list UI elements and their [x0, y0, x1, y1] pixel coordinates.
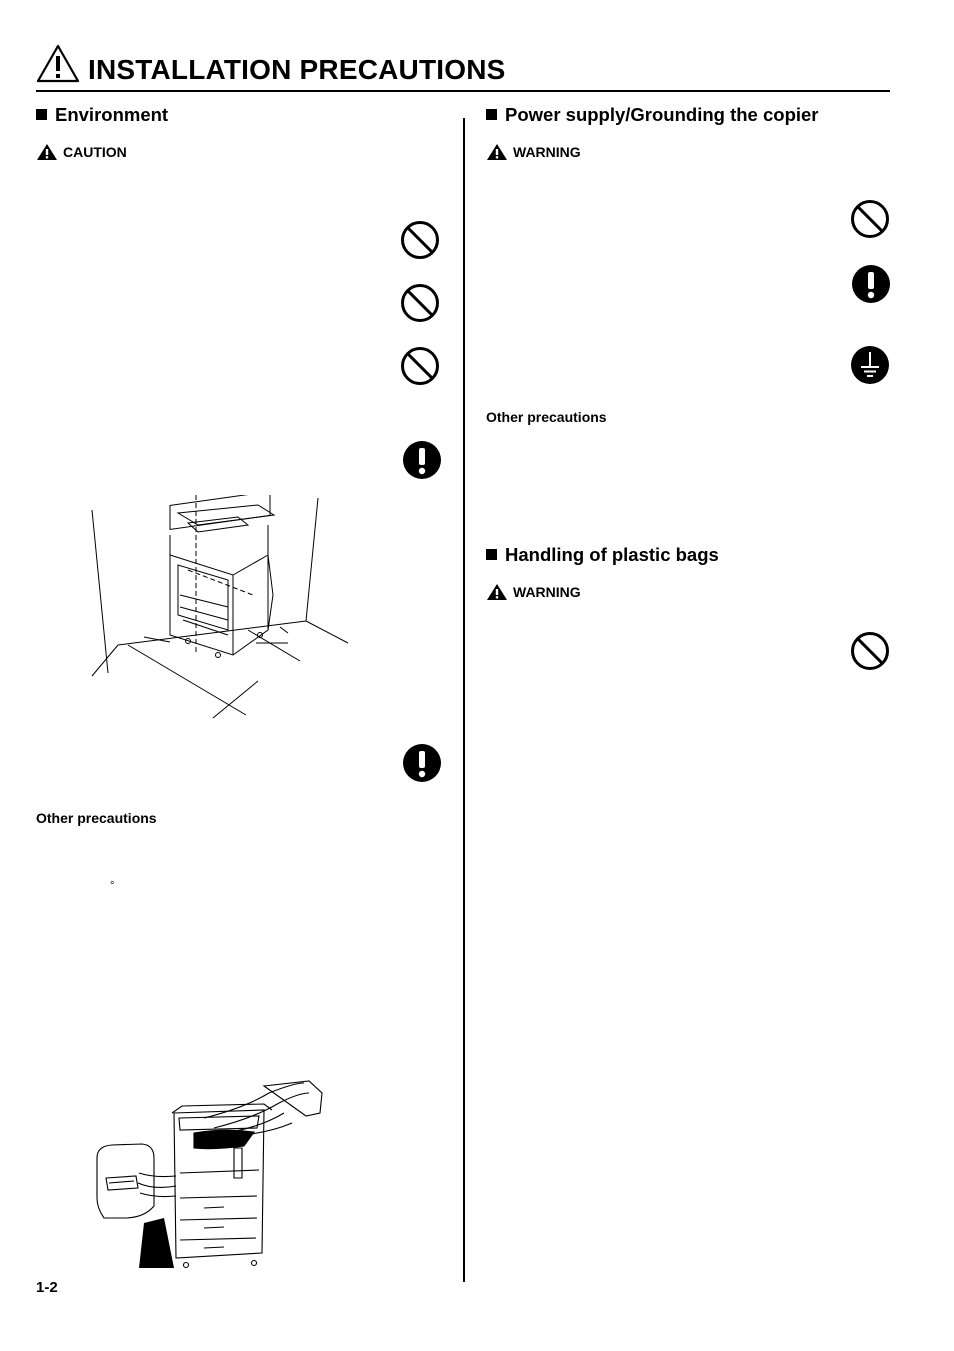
copier-clearance-illustration: [91, 495, 349, 719]
copier-ventilation-illustration: [96, 1080, 323, 1269]
section-plastic-title: Handling of plastic bags: [505, 544, 719, 565]
warning-text: WARNING: [513, 584, 581, 600]
caution-text: CAUTION: [63, 144, 127, 160]
warning-triangle-icon: [36, 44, 80, 83]
prohibition-icon: [401, 221, 439, 259]
warning-triangle-icon: [37, 144, 57, 160]
page-header: INSTALLATION PRECAUTIONS: [36, 44, 890, 92]
square-bullet-icon: [486, 109, 497, 120]
mandatory-action-icon: [852, 265, 890, 303]
section-power-supply: Power supply/Grounding the copier: [486, 104, 819, 126]
warning-label: WARNING: [486, 143, 581, 161]
mandatory-action-icon: [403, 441, 441, 479]
prohibition-icon: [401, 347, 439, 385]
section-environment: Environment: [36, 104, 168, 126]
warning-label: WARNING: [486, 583, 581, 601]
caution-label: CAUTION: [36, 143, 127, 161]
ground-icon: [851, 346, 889, 384]
other-precautions-heading: Other precautions: [36, 810, 157, 826]
page-title: INSTALLATION PRECAUTIONS: [88, 54, 506, 85]
prohibition-icon: [851, 632, 889, 670]
prohibition-icon: [851, 200, 889, 238]
section-environment-title: Environment: [55, 104, 169, 125]
warning-triangle-icon: [487, 144, 507, 160]
section-power-title: Power supply/Grounding the copier: [505, 104, 819, 125]
section-plastic-bags: Handling of plastic bags: [486, 544, 719, 566]
warning-triangle-icon: [487, 584, 507, 600]
page-number: 1-2: [36, 1279, 58, 1296]
degree-mark: °: [110, 880, 115, 892]
column-divider: [463, 118, 465, 1282]
square-bullet-icon: [36, 109, 47, 120]
square-bullet-icon: [486, 549, 497, 560]
prohibition-icon: [401, 284, 439, 322]
mandatory-action-icon: [403, 744, 441, 782]
other-precautions-heading: Other precautions: [486, 409, 607, 425]
warning-text: WARNING: [513, 144, 581, 160]
